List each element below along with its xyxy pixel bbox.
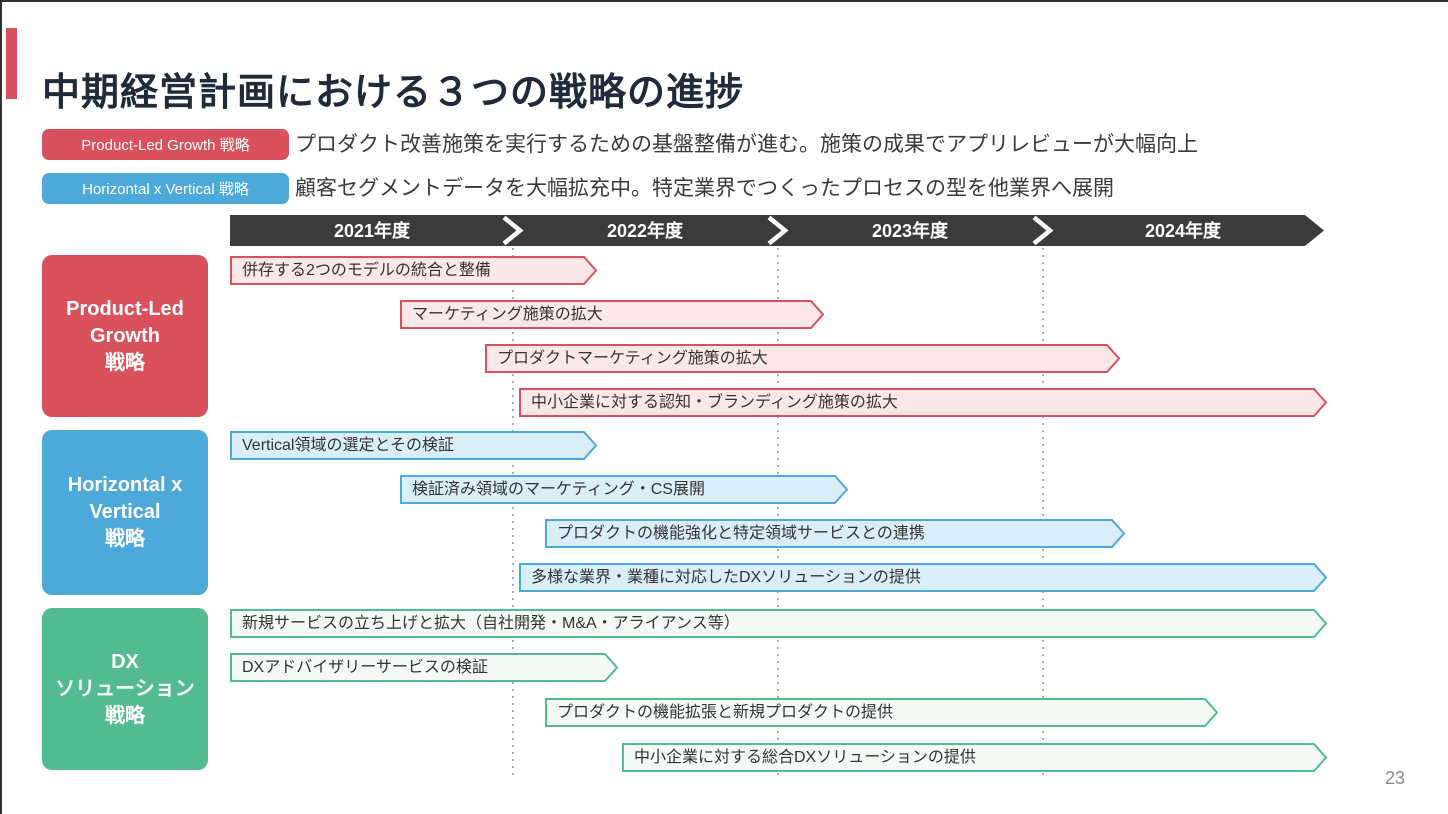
timeline-bar (230, 215, 1324, 246)
strategy-box-label-line: 戦略 (105, 704, 145, 727)
strategy-badge-plg: Product-Led Growth 戦略 (42, 129, 289, 160)
gantt-bar-label: 新規サービスの立ち上げと拡大（自社開発・M&A・アライアンス等） (242, 615, 740, 632)
strategy-box: DX ソリューション戦略 (42, 608, 208, 770)
gantt-bar-label: 併存する2つのモデルの統合と整備 (242, 262, 491, 279)
strategy-box-label-line: Product-Led (66, 297, 184, 320)
fiscal-year-gridline (512, 248, 514, 778)
strategy-desc-hv: 顧客セグメントデータを大幅拡充中。特定業界でつくったプロセスの型を他業界へ展開 (295, 177, 1114, 200)
strategy-box-label-line: Growth (90, 324, 160, 347)
strategy-box-label-line: DX (111, 650, 139, 673)
gantt-bar-arrow-shape (545, 698, 1218, 727)
gantt-bar: プロダクトの機能強化と特定領域サービスとの連携 (545, 519, 1125, 548)
gantt-bar-label: Vertical領域の選定とその検証 (242, 437, 454, 454)
strategy-badge-hv: Horizontal x Vertical 戦略 (42, 173, 289, 204)
strategy-box-label-line: ソリューション (55, 677, 195, 700)
gantt-bar: 検証済み領域のマーケティング・CS展開 (400, 475, 848, 504)
gantt-bar-label: 検証済み領域のマーケティング・CS展開 (412, 481, 705, 498)
gantt-bar-arrow-shape (485, 344, 1120, 373)
year-label: 2021年度 (333, 221, 411, 241)
gantt-bar-arrow-shape (400, 475, 848, 504)
gantt-bar: Vertical領域の選定とその検証 (230, 431, 597, 460)
gantt-bar-arrow-shape (230, 256, 597, 285)
strategy-box: Horizontal x Vertical 戦略 (42, 430, 208, 595)
year-label: 2024年度 (1144, 221, 1222, 241)
gantt-bar: プロダクトマーケティング施策の拡大 (485, 344, 1120, 373)
gantt-bar: プロダクトの機能拡張と新規プロダクトの提供 (545, 698, 1218, 727)
gantt-bar-label: プロダクトマーケティング施策の拡大 (497, 350, 768, 367)
gantt-bar-arrow-shape (230, 609, 1327, 638)
strategy-box-label-line: Vertical (89, 501, 161, 523)
gantt-bar-arrow-shape (230, 653, 618, 682)
year-separator-chevron (502, 215, 524, 246)
strategy-box-label-line: 戦略 (105, 351, 145, 374)
gantt-bar-label: 中小企業に対する総合DXソリューションの提供 (634, 749, 976, 766)
gantt-bar-arrow-shape (400, 300, 824, 329)
page-title: 中期経営計画における３つの戦略の進捗 (42, 72, 745, 115)
gantt-bar-label: 多様な業界・業種に対応したDXソリューションの提供 (531, 569, 921, 586)
strategy-box-label-line: Horizontal x (67, 474, 183, 496)
gantt-bar-label: プロダクトの機能強化と特定領域サービスとの連携 (557, 525, 925, 542)
page-number: 23 (1385, 768, 1406, 788)
gantt-bar-arrow-shape (519, 388, 1327, 417)
strategy-box-label-line: 戦略 (105, 528, 145, 550)
gantt-bar: 中小企業に対する総合DXソリューションの提供 (622, 743, 1327, 772)
year-label: 2022年度 (606, 221, 684, 241)
gantt-bar-arrow-shape (622, 743, 1327, 772)
year-separator-chevron (767, 215, 789, 246)
gantt-bar-label: DXアドバイザリーサービスの検証 (242, 659, 488, 676)
gantt-bar: マーケティング施策の拡大 (400, 300, 824, 329)
gantt-bar-label: 中小企業に対する認知・ブランディング施策の拡大 (531, 394, 898, 411)
gantt-bar: 中小企業に対する認知・ブランディング施策の拡大 (519, 388, 1327, 417)
title-accent-bar (6, 28, 17, 99)
fiscal-year-gridline (777, 248, 779, 778)
year-separator-chevron (1032, 215, 1054, 246)
gantt-bar: DXアドバイザリーサービスの検証 (230, 653, 618, 682)
gantt-bar-label: プロダクトの機能拡張と新規プロダクトの提供 (557, 704, 894, 721)
gantt-bar-label: マーケティング施策の拡大 (412, 306, 603, 323)
gantt-bar: 新規サービスの立ち上げと拡大（自社開発・M&A・アライアンス等） (230, 609, 1327, 638)
gantt-bar: 併存する2つのモデルの統合と整備 (230, 256, 597, 285)
strategy-desc-plg: プロダクト改善施策を実行するための基盤整備が進む。施策の成果でアプリレビューが大… (295, 133, 1198, 156)
fiscal-year-gridline (1042, 248, 1044, 778)
gantt-bar-arrow-shape (545, 519, 1125, 548)
gantt-bar: 多様な業界・業種に対応したDXソリューションの提供 (519, 563, 1327, 592)
gantt-bar-arrow-shape (230, 431, 597, 460)
year-label: 2023年度 (871, 221, 949, 241)
gantt-bar-arrow-shape (519, 563, 1327, 592)
